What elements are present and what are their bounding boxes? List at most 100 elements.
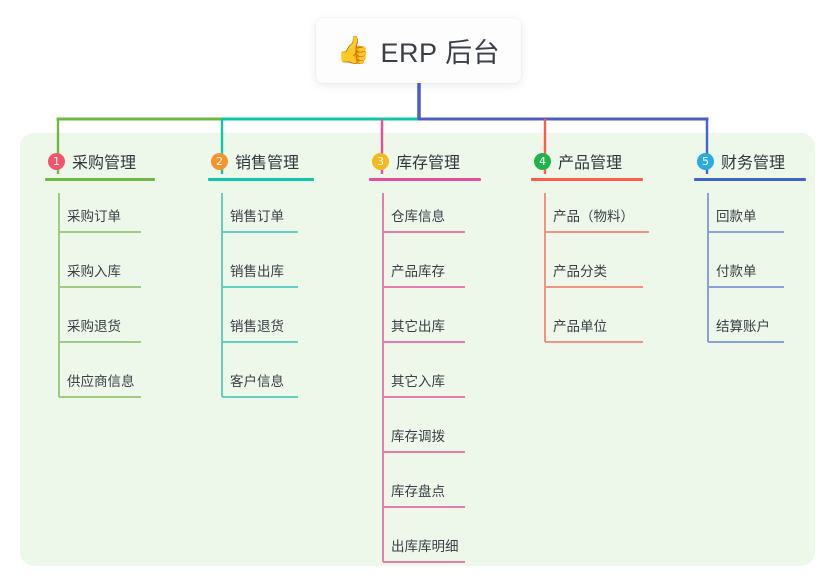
leaf-list: 产品（物料） 产品分类产品单位	[523, 193, 649, 358]
branch-header-underline	[369, 178, 481, 181]
branch-header-2[interactable]: 2 销售管理	[200, 146, 314, 181]
branch-title: 产品管理	[558, 155, 623, 172]
leaf-item-underline	[383, 341, 465, 343]
branch-title: 财务管理	[721, 155, 786, 172]
branch-title: 库存管理	[396, 155, 461, 172]
leaf-item-label: 采购订单	[67, 209, 121, 224]
leaf-item-label: 采购入库	[67, 264, 121, 279]
leaf-item[interactable]: 销售订单	[200, 193, 299, 248]
leaf-item-label: 出库库明细	[391, 539, 459, 554]
leaf-spine	[58, 193, 60, 397]
leaf-item-underline	[708, 231, 784, 233]
leaf-item[interactable]: 出库库明细	[361, 523, 465, 578]
branch-column-1: 1 采购管理采购订单采购入库采购退货供应商信息	[37, 146, 155, 413]
branch-header-4[interactable]: 4 产品管理	[523, 146, 643, 181]
root-node-erp-backend[interactable]: 👍 ERP 后台	[316, 18, 521, 83]
leaf-item[interactable]: 其它入库	[361, 358, 465, 413]
leaf-item[interactable]: 回款单	[686, 193, 785, 248]
branch-title: 销售管理	[235, 155, 300, 172]
branch-header-underline	[531, 178, 643, 181]
leaf-spine	[221, 193, 223, 397]
leaf-item-label: 销售订单	[230, 209, 284, 224]
branch-column-5: 5 财务管理回款单付款单结算账户	[686, 146, 806, 358]
leaf-item-label: 产品单位	[553, 319, 607, 334]
leaf-spine	[382, 193, 384, 562]
branch-column-2: 2 销售管理销售订单销售出库销售退货客户信息	[200, 146, 314, 413]
leaf-item[interactable]: 产品库存	[361, 248, 465, 303]
branch-column-3: 3 库存管理仓库信息产品库存其它出库其它入库库存调拨库存盘点出库库明细	[361, 146, 481, 578]
leaf-item[interactable]: 库存调拨	[361, 413, 465, 468]
leaf-item-label: 库存调拨	[391, 429, 445, 444]
content-panel	[20, 133, 815, 566]
leaf-item-label: 产品分类	[553, 264, 607, 279]
leaf-item[interactable]: 销售出库	[200, 248, 299, 303]
leaf-item-label: 其它出库	[391, 319, 445, 334]
leaf-item-underline	[222, 231, 298, 233]
branch-index-badge: 4	[534, 152, 551, 170]
leaf-item-label: 采购退货	[67, 319, 121, 334]
leaf-item-underline	[383, 506, 465, 508]
leaf-item[interactable]: 付款单	[686, 248, 785, 303]
leaf-item-underline	[59, 396, 141, 398]
leaf-item[interactable]: 客户信息	[200, 358, 299, 413]
leaf-item[interactable]: 仓库信息	[361, 193, 465, 248]
leaf-item-underline	[222, 341, 298, 343]
leaf-item-underline	[222, 286, 298, 288]
branch-header-3[interactable]: 3 库存管理	[361, 146, 481, 181]
leaf-item-underline	[545, 341, 643, 343]
thumbs-up-icon: 👍	[336, 35, 371, 65]
leaf-item[interactable]: 采购退货	[37, 303, 141, 358]
leaf-item-label: 结算账户	[716, 319, 770, 334]
leaf-item-underline	[383, 396, 465, 398]
leaf-list: 销售订单销售出库销售退货客户信息	[200, 193, 299, 413]
branch-column-4: 4 产品管理产品（物料） 产品分类产品单位	[523, 146, 649, 358]
leaf-item[interactable]: 采购订单	[37, 193, 141, 248]
leaf-item-underline	[59, 231, 141, 233]
leaf-list: 回款单付款单结算账户	[686, 193, 785, 358]
leaf-item-label: 付款单	[716, 264, 757, 279]
leaf-item[interactable]: 产品分类	[523, 248, 643, 303]
leaf-item[interactable]: 产品单位	[523, 303, 643, 358]
leaf-item-label: 客户信息	[230, 374, 284, 389]
root-node-title: ERP 后台	[380, 38, 501, 68]
branch-header-1[interactable]: 1 采购管理	[37, 146, 155, 181]
leaf-item-underline	[545, 286, 643, 288]
leaf-item-underline	[545, 231, 649, 233]
leaf-item-label: 回款单	[716, 209, 757, 224]
leaf-spine	[544, 193, 546, 342]
leaf-item[interactable]: 销售退货	[200, 303, 299, 358]
leaf-item-underline	[59, 286, 141, 288]
leaf-item-underline	[222, 396, 298, 398]
branch-index-badge: 5	[697, 152, 714, 170]
branch-title: 采购管理	[72, 155, 137, 172]
leaf-item-underline	[708, 341, 784, 343]
leaf-item[interactable]: 结算账户	[686, 303, 785, 358]
leaf-item-label: 产品库存	[391, 264, 445, 279]
leaf-item-label: 销售退货	[230, 319, 284, 334]
branch-index-badge: 3	[372, 152, 389, 170]
leaf-item-label: 销售出库	[230, 264, 284, 279]
leaf-item-label: 仓库信息	[391, 209, 445, 224]
leaf-item-underline	[383, 561, 465, 563]
branch-index-badge: 1	[48, 152, 65, 170]
leaf-item[interactable]: 供应商信息	[37, 358, 141, 413]
branch-index-badge: 2	[211, 152, 228, 170]
leaf-item-label: 供应商信息	[67, 374, 135, 389]
leaf-item[interactable]: 库存盘点	[361, 468, 465, 523]
leaf-item[interactable]: 产品（物料）	[523, 193, 649, 248]
leaf-item-underline	[59, 341, 141, 343]
leaf-item-underline	[383, 451, 465, 453]
branch-header-5[interactable]: 5 财务管理	[686, 146, 806, 181]
leaf-item-label: 产品（物料）	[553, 209, 634, 224]
branch-header-underline	[208, 178, 314, 181]
leaf-item-label: 库存盘点	[391, 484, 445, 499]
leaf-item[interactable]: 其它出库	[361, 303, 465, 358]
branch-header-underline	[694, 178, 806, 181]
leaf-list: 仓库信息产品库存其它出库其它入库库存调拨库存盘点出库库明细	[361, 193, 465, 578]
leaf-spine	[707, 193, 709, 342]
branch-header-underline	[45, 178, 155, 181]
leaf-item-label: 其它入库	[391, 374, 445, 389]
leaf-list: 采购订单采购入库采购退货供应商信息	[37, 193, 141, 413]
leaf-item[interactable]: 采购入库	[37, 248, 141, 303]
